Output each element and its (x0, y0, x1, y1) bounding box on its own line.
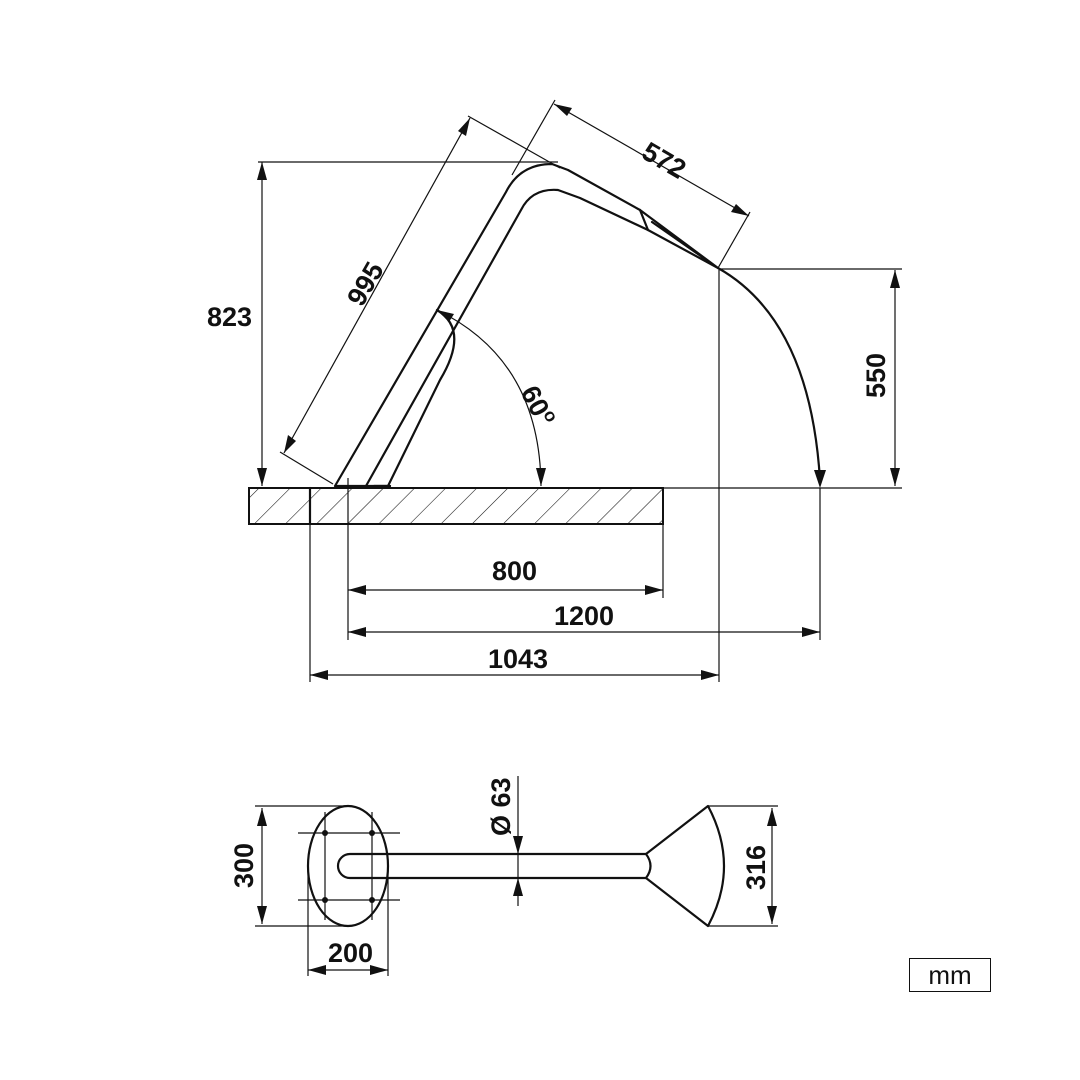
dim-diameter: Ø 63 (486, 777, 516, 836)
ground-slab (248, 487, 664, 525)
top-view: 300 200 Ø 63 316 (229, 776, 778, 976)
dim-angle: 60o (515, 380, 563, 431)
bolt-hole (322, 897, 328, 903)
dim-200: 200 (328, 938, 373, 968)
base-plate (306, 804, 390, 928)
bolt-hole (322, 830, 328, 836)
dim-1200: 1200 (554, 601, 614, 631)
side-view: 823 995 572 60o 550 (207, 99, 902, 682)
dim-995: 995 (341, 257, 390, 311)
nozzle-top (644, 804, 726, 928)
dim-550: 550 (861, 353, 891, 398)
dim-1043: 1043 (488, 644, 548, 674)
arm-outer-edge (333, 162, 642, 488)
bolt-hole (369, 897, 375, 903)
nozzle-side (638, 208, 720, 270)
dim-823: 823 (207, 302, 252, 332)
unit-label: mm (909, 958, 991, 992)
dim-300: 300 (229, 843, 259, 888)
bolt-hole (369, 830, 375, 836)
dim-800: 800 (492, 556, 537, 586)
water-arc (716, 266, 822, 482)
angle-arc (436, 309, 542, 487)
dim-316: 316 (741, 845, 771, 890)
pipe-top (336, 852, 648, 880)
arm-inner-edge (364, 188, 650, 488)
